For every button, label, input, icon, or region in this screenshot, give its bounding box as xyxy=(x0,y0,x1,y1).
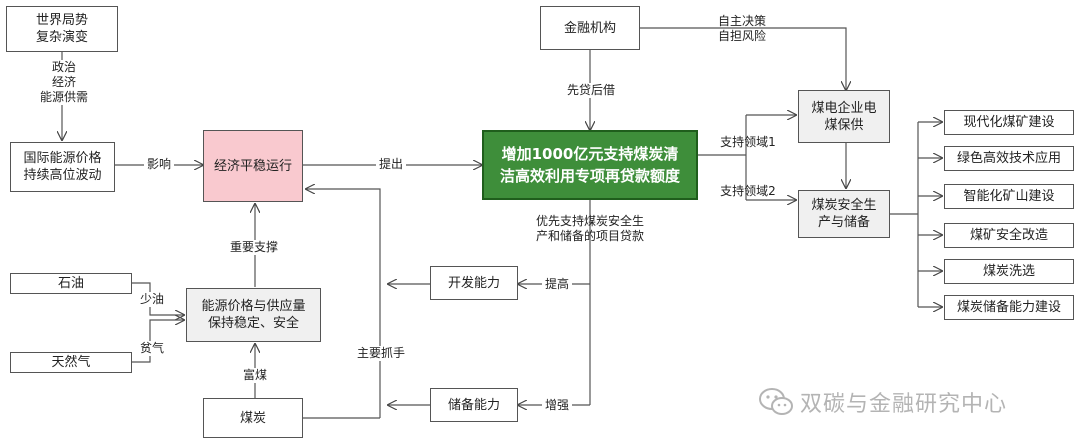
node-coal-power-supply: 煤电企业电 煤保供 xyxy=(798,90,890,143)
edge-grip-to-economy xyxy=(306,189,381,418)
label-priority-loans: 优先支持煤炭安全生 产和储备的项目贷款 xyxy=(535,214,644,243)
watermark: 双碳与金融研究中心 xyxy=(758,386,1007,418)
label-politics-economy-energy: 政治 经济 能源供需 xyxy=(36,60,92,105)
node-right-item: 现代化煤矿建设 xyxy=(944,110,1074,135)
label-propose: 提出 xyxy=(376,157,406,172)
label-poor-gas: 贫气 xyxy=(138,341,166,356)
node-coal: 煤炭 xyxy=(203,398,303,438)
node-coal-safety-storage: 煤炭安全生 产与储备 xyxy=(798,190,890,238)
label-main-grip: 主要抓手 xyxy=(355,346,407,361)
node-economy-stable: 经济平稳运行 xyxy=(203,130,303,202)
node-world-situation: 世界局势 复杂演变 xyxy=(6,6,118,52)
node-oil: 石油 xyxy=(10,273,132,294)
node-financial-institutions: 金融机构 xyxy=(540,6,640,50)
node-right-item: 煤炭储备能力建设 xyxy=(944,295,1074,320)
label-less-oil: 少油 xyxy=(138,292,166,307)
node-storage-capacity: 储备能力 xyxy=(430,388,518,422)
node-right-item: 绿色高效技术应用 xyxy=(944,146,1074,171)
node-right-item: 智能化矿山建设 xyxy=(944,184,1074,209)
label-self-decide-risk: 自主决策 自担风险 xyxy=(717,14,766,43)
node-development-capacity: 开发能力 xyxy=(430,266,518,300)
edge-finance-to-coalpower xyxy=(640,27,846,90)
node-intl-energy-price: 国际能源价格 持续高位波动 xyxy=(10,142,115,192)
label-raise: 提高 xyxy=(542,277,572,292)
label-support-area-2: 支持领域2 xyxy=(720,184,776,198)
node-natural-gas: 天然气 xyxy=(10,352,132,373)
label-strengthen: 增强 xyxy=(542,398,572,413)
node-right-item: 煤炭洗选 xyxy=(944,259,1074,284)
wechat-icon xyxy=(759,388,793,415)
label-support-area-1: 支持领域1 xyxy=(720,135,776,149)
label-rich-coal: 富煤 xyxy=(240,368,270,383)
watermark-text: 双碳与金融研究中心 xyxy=(800,392,1008,417)
node-energy-stable-safe: 能源价格与供应量 保持稳定、安全 xyxy=(186,288,321,342)
node-right-item: 煤矿安全改造 xyxy=(944,223,1074,248)
label-key-support: 重要支撑 xyxy=(226,240,282,255)
node-relending-quota: 增加1000亿元支持煤炭清 洁高效利用专项再贷款额度 xyxy=(482,130,698,200)
label-influence: 影响 xyxy=(144,157,174,172)
label-loan-first: 先贷后借 xyxy=(561,83,621,98)
